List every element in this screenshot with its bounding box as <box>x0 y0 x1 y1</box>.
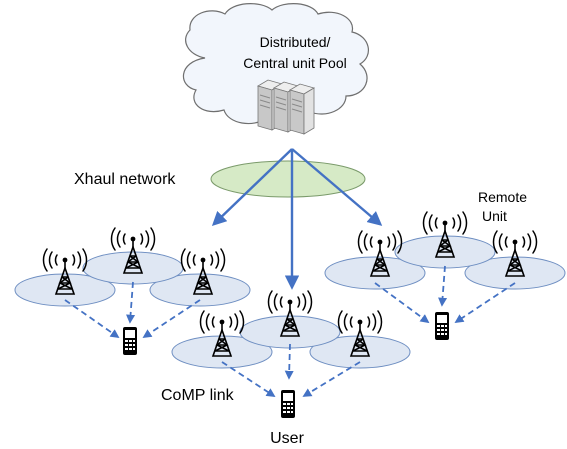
mobile-phone-icon <box>435 312 449 340</box>
comp-link-dashed <box>374 282 430 324</box>
cell-right-1 <box>324 256 426 290</box>
xhaul-network-ellipse <box>210 160 366 198</box>
comp-link-dashed <box>142 299 201 338</box>
mobile-phone-icon <box>123 327 137 355</box>
xhaul-arrow-right <box>291 148 383 226</box>
server-rack-icon <box>257 79 315 135</box>
comp-link-dashed <box>438 265 448 307</box>
comp-link-dashed <box>454 282 516 323</box>
comp-link-dashed <box>221 361 276 397</box>
cell-left-3 <box>149 273 251 307</box>
cloud-shape <box>182 3 369 125</box>
xhaul-network-label: Xhaul network <box>74 171 176 188</box>
cloud-label-line2: Central unit Pool <box>243 55 347 71</box>
cell-left-1 <box>14 273 116 307</box>
remote-unit-label-line1: Remote <box>478 189 527 205</box>
xhaul-arrow-left <box>211 148 293 226</box>
comp-link-dashed <box>302 361 361 397</box>
cell-mid-1 <box>171 335 273 369</box>
comp-link-dashed <box>64 299 120 339</box>
remote-unit-label-line2: Unit <box>482 208 507 224</box>
cell-right-3 <box>464 256 566 290</box>
cell-mid-3 <box>309 335 411 369</box>
mobile-phone-icon <box>281 390 295 418</box>
user-label: User <box>270 430 304 447</box>
cloud-label-line1: Distributed/ <box>260 34 331 50</box>
comp-link-dashed <box>284 343 294 380</box>
comp-link-label: CoMP link <box>161 387 235 404</box>
comp-link-dashed <box>126 281 136 324</box>
